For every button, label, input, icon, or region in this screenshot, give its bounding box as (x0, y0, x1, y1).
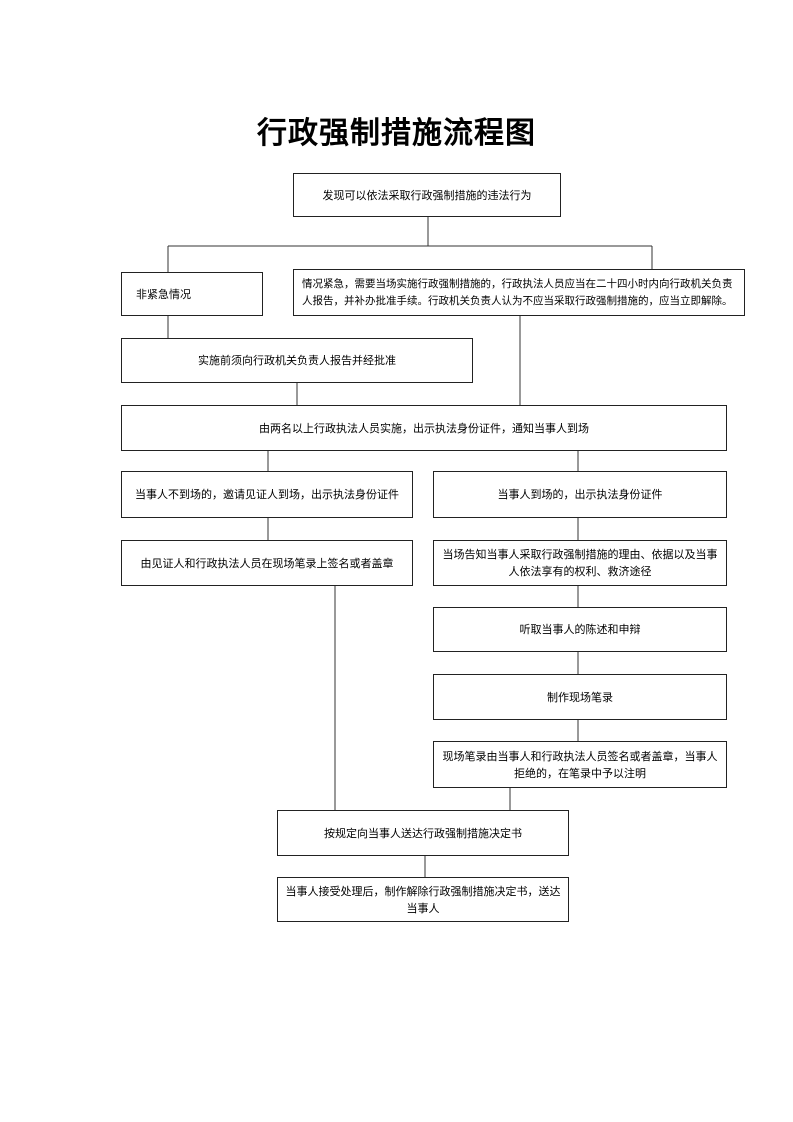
sign-label: 现场笔录由当事人和行政执法人员签名或者盖章，当事人拒绝的，在笔录中予以注明 (442, 749, 718, 780)
two-officers-node: 由两名以上行政执法人员实施，出示执法身份证件，通知当事人到场 (121, 405, 727, 451)
pre-report-node: 实施前须向行政机关负责人报告并经批准 (121, 338, 473, 383)
record-node: 制作现场笔录 (433, 674, 727, 720)
present-label: 当事人到场的，出示执法身份证件 (497, 488, 663, 501)
witness-sign-node: 由见证人和行政执法人员在现场笔录上签名或者盖章 (121, 540, 413, 586)
absent-label: 当事人不到场的，邀请见证人到场，出示执法身份证件 (135, 488, 399, 501)
non-urgent-label: 非紧急情况 (136, 287, 191, 301)
after-label: 当事人接受处理后，制作解除行政强制措施决定书，送达当事人 (285, 884, 561, 915)
sign-node: 现场笔录由当事人和行政执法人员签名或者盖章，当事人拒绝的，在笔录中予以注明 (433, 741, 727, 788)
absent-node: 当事人不到场的，邀请见证人到场，出示执法身份证件 (121, 471, 413, 518)
deliver-label: 按规定向当事人送达行政强制措施决定书 (324, 826, 522, 840)
discover-node: 发现可以依法采取行政强制措施的违法行为 (293, 173, 561, 217)
discover-label: 发现可以依法采取行政强制措施的违法行为 (322, 188, 532, 202)
page-title: 行政强制措施流程图 (257, 116, 536, 151)
after-node: 当事人接受处理后，制作解除行政强制措施决定书，送达当事人 (277, 877, 569, 922)
listen-node: 听取当事人的陈述和申辩 (433, 607, 727, 652)
record-label: 制作现场笔录 (547, 690, 613, 704)
listen-label: 听取当事人的陈述和申辩 (519, 623, 641, 636)
pre-report-label: 实施前须向行政机关负责人报告并经批准 (198, 354, 396, 367)
urgent-label: 情况紧急，需要当场实施行政强制措施的，行政执法人员应当在二十四小时内向行政机关负… (302, 277, 733, 307)
urgent-node: 情况紧急，需要当场实施行政强制措施的，行政执法人员应当在二十四小时内向行政机关负… (293, 269, 745, 316)
deliver-node: 按规定向当事人送达行政强制措施决定书 (277, 810, 569, 856)
inform-node: 当场告知当事人采取行政强制措施的理由、依据以及当事人依法享有的权利、救济途径 (433, 540, 727, 586)
witness-sign-label: 由见证人和行政执法人员在现场笔录上签名或者盖章 (140, 556, 394, 570)
two-officers-label: 由两名以上行政执法人员实施，出示执法身份证件，通知当事人到场 (259, 421, 589, 435)
inform-label: 当场告知当事人采取行政强制措施的理由、依据以及当事人依法享有的权利、救济途径 (442, 548, 718, 578)
present-node: 当事人到场的，出示执法身份证件 (433, 471, 727, 518)
non-urgent-node: 非紧急情况 (121, 272, 263, 316)
